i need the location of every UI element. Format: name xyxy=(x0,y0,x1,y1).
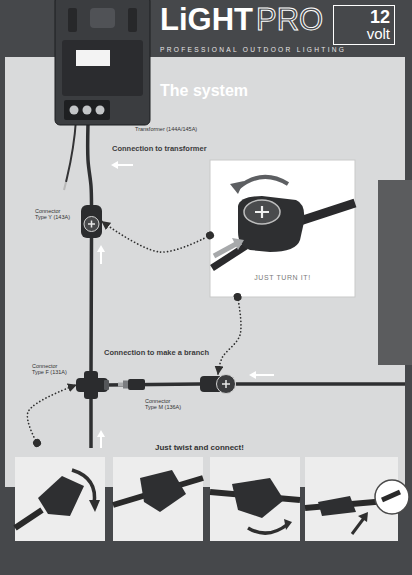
mounting-slot xyxy=(128,8,137,32)
mounting-recess xyxy=(90,8,115,28)
connector-body xyxy=(76,378,108,392)
plug-body xyxy=(128,379,145,390)
cable xyxy=(236,382,405,386)
node-text: Transformer (144A/145A) xyxy=(135,126,197,132)
instruction-photo xyxy=(210,457,300,541)
node-text: 12 xyxy=(334,7,390,28)
node-text: Just twist and connect! xyxy=(155,443,244,452)
transformer-front-panel xyxy=(62,40,143,96)
dotted-pointer xyxy=(102,222,210,253)
cable-connector xyxy=(89,238,93,376)
insert-arrowhead xyxy=(232,238,244,250)
stripped-wire-end xyxy=(64,182,66,190)
dotted-pointer xyxy=(218,297,241,374)
section-heading: Connection to transformer xyxy=(112,145,207,153)
rating-sticker xyxy=(76,50,110,66)
node-text: volt xyxy=(334,25,390,42)
rotate-arrow xyxy=(238,177,288,188)
push-arrow xyxy=(352,518,364,534)
inset-panel: JUST TURN IT! xyxy=(210,160,355,297)
photo-connector xyxy=(140,470,186,512)
section-heading: Connection to make a branch xyxy=(104,349,209,357)
brand-name: PRO xyxy=(256,3,323,37)
inset-cable xyxy=(300,203,355,221)
plug-ring xyxy=(123,381,128,389)
wire-lead xyxy=(66,120,76,182)
transformer: Transformer (144A/145A) xyxy=(55,0,150,125)
connector-knob xyxy=(84,217,99,232)
mounting-slot xyxy=(68,8,77,32)
instruction-photo xyxy=(15,457,105,541)
insert-arrow xyxy=(214,244,236,256)
brand-tagline: PROFESSIONAL OUTDOOR LIGHTING xyxy=(160,46,346,53)
photo-connector xyxy=(318,496,356,516)
terminal-block xyxy=(64,100,110,120)
flow-arrowhead xyxy=(97,245,105,252)
cable-connector xyxy=(88,125,92,205)
knob-cross xyxy=(222,380,230,388)
node-text: JUST TURN IT! xyxy=(210,274,355,282)
flow-arrowhead xyxy=(249,371,256,379)
twist-arrow xyxy=(72,470,95,504)
zoom-plug xyxy=(382,492,400,500)
twist-arrow xyxy=(248,524,288,533)
inset-knob xyxy=(244,200,280,224)
twist-arrowhead xyxy=(284,519,292,530)
knob-cross xyxy=(88,221,95,228)
connector-knob xyxy=(217,375,236,394)
side-tab xyxy=(378,180,412,365)
zoom-circle xyxy=(375,480,409,514)
voltage-badge: 12volt xyxy=(333,5,395,45)
inset-background xyxy=(210,160,355,297)
terminal-screw xyxy=(96,106,105,115)
photo-connector xyxy=(38,476,84,516)
instruction-band: Just twist and connect! xyxy=(10,443,402,543)
rotate-arrowhead xyxy=(230,181,244,194)
photo-connector xyxy=(232,478,284,518)
brand-name: LiGHT xyxy=(160,3,253,37)
connector-m: Connector Type M (136A) xyxy=(200,374,236,394)
flow-arrowhead xyxy=(111,161,118,169)
connector-socket xyxy=(104,380,109,390)
terminal-screw xyxy=(83,106,92,115)
photo-cable xyxy=(15,510,42,528)
dotted-pointer xyxy=(27,385,76,443)
plug-pin xyxy=(118,383,123,387)
connector-body xyxy=(81,205,102,238)
node-text: Connector Type M (136A) xyxy=(145,398,183,411)
terminal-screw xyxy=(70,106,79,115)
instruction-photo xyxy=(113,457,203,541)
connector-y: Connector Type Y (143A) xyxy=(81,205,102,238)
connector-f: Connector Type F (131A) xyxy=(76,376,106,394)
knob-cross xyxy=(255,206,269,218)
push-arrowhead xyxy=(358,512,368,522)
cable xyxy=(89,394,93,448)
diagram-title: The system xyxy=(160,82,248,100)
transformer-housing xyxy=(55,0,150,125)
flow-arrowhead xyxy=(97,430,105,437)
twist-arrowhead xyxy=(89,500,100,512)
node-text: Connector Type F (131A) xyxy=(32,363,70,376)
inset-connector-body xyxy=(238,196,304,252)
node-text: Connector Type Y (143A) xyxy=(35,208,73,221)
